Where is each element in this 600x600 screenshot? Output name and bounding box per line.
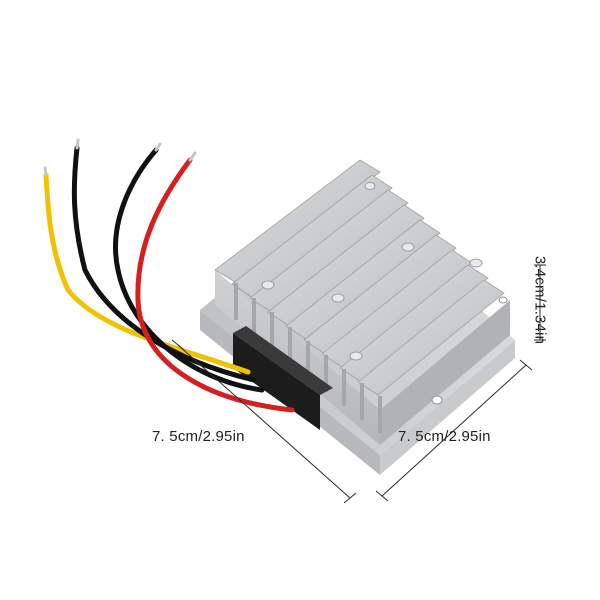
dimension-line-length xyxy=(177,344,351,499)
wire-black-2 xyxy=(113,147,265,393)
wire-red xyxy=(135,157,295,413)
dimension-label-length: 7. 5cm/2.95in xyxy=(152,428,245,445)
heatsink-right xyxy=(380,300,510,445)
wires xyxy=(43,138,295,413)
dimension-label-width: 7. 5cm/2.95in xyxy=(398,428,491,445)
wire-yellow xyxy=(43,172,251,375)
wire-black-1 xyxy=(71,145,257,383)
enclosure xyxy=(200,159,515,475)
heatsink-side xyxy=(215,270,380,445)
heatsink-fins xyxy=(214,159,505,433)
dimension-lines xyxy=(171,264,546,504)
screw-heads xyxy=(261,182,483,361)
dimension-label-height: 3.4cm/1.34in xyxy=(531,255,549,345)
enclosure-right-face xyxy=(380,340,515,475)
mounting-holes xyxy=(431,296,508,405)
wire-grommet xyxy=(233,326,333,430)
dimension-line-width xyxy=(381,364,527,497)
